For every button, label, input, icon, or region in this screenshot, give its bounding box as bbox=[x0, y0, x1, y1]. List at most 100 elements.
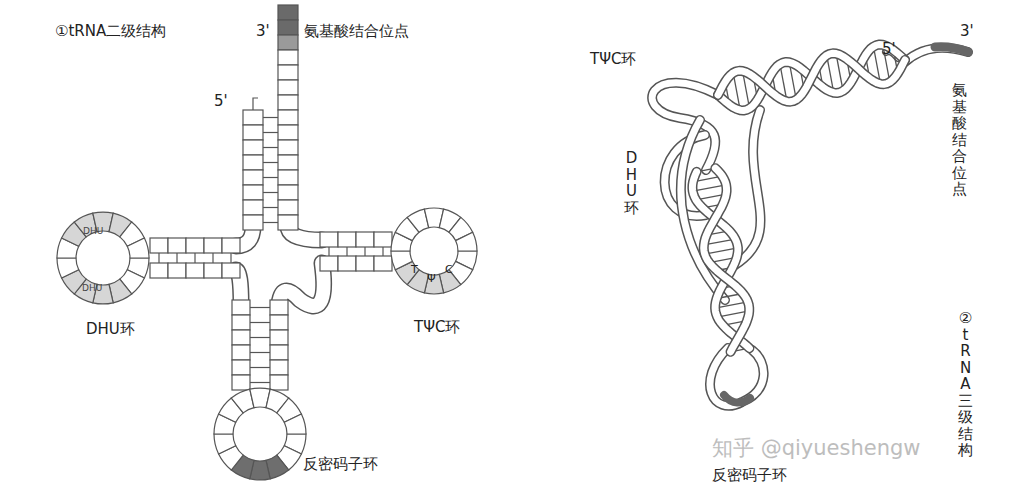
base-cell bbox=[356, 256, 374, 271]
loop-base-cell bbox=[127, 238, 149, 258]
base-cell bbox=[278, 110, 298, 125]
base-cell bbox=[243, 215, 263, 230]
base-cell bbox=[374, 232, 392, 247]
base-cell bbox=[278, 95, 298, 110]
base-cell bbox=[270, 330, 288, 345]
base-cell bbox=[232, 375, 250, 390]
helix-strand bbox=[718, 53, 905, 101]
helix-strand bbox=[718, 45, 905, 111]
base-cell bbox=[232, 315, 250, 330]
base-pair bbox=[263, 162, 278, 163]
base-cell bbox=[278, 5, 298, 20]
loop-base-cell bbox=[214, 434, 236, 454]
base-cell bbox=[270, 315, 288, 330]
base-cell bbox=[278, 35, 298, 50]
base-cell bbox=[232, 360, 250, 375]
loop-base-cell bbox=[391, 251, 412, 270]
base-pair bbox=[263, 207, 278, 208]
anticodon-loop-ribbon bbox=[710, 348, 764, 406]
base-cell bbox=[278, 200, 298, 215]
helix-strand bbox=[718, 53, 905, 101]
five-prime-end bbox=[253, 98, 258, 110]
helix-strand bbox=[704, 168, 750, 352]
base-cell bbox=[243, 200, 263, 215]
helix-strand bbox=[704, 168, 750, 352]
base-pair bbox=[263, 117, 278, 118]
panel-title: ①tRNA二级结构 bbox=[55, 22, 166, 40]
base-pair bbox=[250, 337, 270, 338]
base-cell bbox=[243, 155, 263, 170]
base-cell bbox=[338, 256, 356, 271]
base-pair bbox=[263, 192, 278, 193]
watermark: 知乎 @qiyueshengw bbox=[712, 436, 920, 461]
base-cell bbox=[150, 263, 168, 278]
three-prime-tail bbox=[905, 48, 968, 62]
base-cell bbox=[204, 263, 222, 278]
base-cell bbox=[320, 256, 338, 271]
base-cell bbox=[278, 50, 298, 65]
base-pair bbox=[263, 222, 278, 223]
base-pair bbox=[346, 247, 347, 256]
base-cell bbox=[320, 232, 338, 247]
part-label: 3' bbox=[256, 22, 270, 40]
base-cell bbox=[168, 238, 186, 253]
amino-acid-site bbox=[935, 47, 968, 52]
loop-base-cell bbox=[57, 258, 79, 278]
part-label: TΨC环 bbox=[590, 50, 636, 68]
part-label: 反密码子环 bbox=[303, 455, 378, 473]
base-cell bbox=[356, 232, 374, 247]
base-cell bbox=[278, 65, 298, 80]
base-cell bbox=[186, 263, 204, 278]
base-cell bbox=[232, 300, 250, 315]
base-cell bbox=[270, 360, 288, 375]
part-label: DHU bbox=[82, 283, 102, 294]
base-cell bbox=[278, 215, 298, 230]
base-cell bbox=[338, 232, 356, 247]
part-label: DHU环 bbox=[86, 320, 135, 338]
base-cell bbox=[232, 330, 250, 345]
base-pair bbox=[158, 253, 159, 263]
base-cell bbox=[243, 110, 263, 125]
base-cell bbox=[222, 238, 240, 253]
anticodon bbox=[724, 395, 750, 403]
part-label: Ψ bbox=[427, 272, 436, 285]
base-pair bbox=[250, 307, 270, 308]
base-cell bbox=[270, 375, 288, 390]
base-cell bbox=[270, 345, 288, 360]
base-cell bbox=[278, 80, 298, 95]
base-cell bbox=[278, 20, 298, 35]
base-pair bbox=[263, 147, 278, 148]
base-pair bbox=[250, 322, 270, 323]
base-pair bbox=[263, 132, 278, 133]
base-cell bbox=[150, 238, 168, 253]
base-pair bbox=[212, 253, 213, 263]
part-label: C bbox=[445, 263, 453, 276]
base-cell bbox=[243, 140, 263, 155]
base-pair bbox=[693, 185, 726, 191]
part-label: DHU环 bbox=[624, 150, 639, 216]
base-cell bbox=[374, 256, 392, 271]
part-label: 5' bbox=[214, 92, 228, 110]
base-cell bbox=[222, 263, 240, 278]
base-cell bbox=[204, 238, 222, 253]
part-label: T bbox=[411, 263, 418, 276]
base-pair bbox=[328, 247, 329, 256]
base-cell bbox=[278, 170, 298, 185]
base-pair bbox=[230, 253, 231, 263]
part-label: TΨC环 bbox=[414, 318, 460, 336]
base-cell bbox=[278, 155, 298, 170]
base-pair bbox=[382, 247, 383, 256]
base-cell bbox=[243, 170, 263, 185]
part-label: DHU bbox=[83, 226, 103, 237]
base-pair bbox=[194, 253, 195, 263]
loop-base-cell bbox=[284, 414, 306, 434]
base-cell bbox=[278, 185, 298, 200]
base-cell bbox=[278, 125, 298, 140]
base-pair bbox=[250, 352, 270, 353]
base-cell bbox=[243, 185, 263, 200]
base-pair bbox=[250, 382, 270, 383]
part-label: 氨基酸结合位点 bbox=[304, 22, 409, 40]
base-cell bbox=[278, 140, 298, 155]
